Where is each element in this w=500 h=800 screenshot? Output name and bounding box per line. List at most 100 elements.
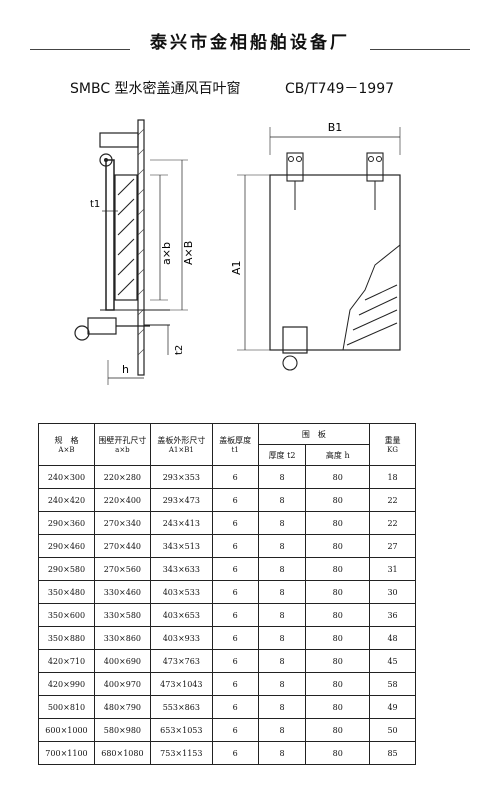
louvre-blades (117, 178, 135, 296)
table-cell: 80 (305, 741, 371, 765)
table-cell: 8 (257, 741, 307, 765)
table-cell: 6 (211, 465, 259, 489)
table-cell: 8 (257, 649, 307, 673)
table-cell: 50 (369, 718, 416, 742)
dim-t1-label: t1 (90, 199, 100, 210)
dim-t2-label: t2 (174, 345, 185, 355)
table-cell: 6 (211, 511, 259, 535)
table-cell: 58 (369, 672, 416, 696)
header-rule-right (370, 49, 470, 50)
bulkhead-hatching (137, 128, 145, 356)
table-cell: 8 (257, 465, 307, 489)
table-cell: 8 (257, 626, 307, 650)
table-cell: 80 (305, 626, 371, 650)
table-cell: 6 (211, 718, 259, 742)
col-coaming-header: 围 板 (257, 423, 371, 445)
table-cell: 8 (257, 695, 307, 719)
front-clamp (282, 326, 308, 354)
table-cell: 243×413 (149, 511, 213, 535)
dim-B1-label: B1 (328, 121, 343, 134)
table-cell: 753×1153 (149, 741, 213, 765)
table-cell: 700×1100 (38, 741, 95, 765)
table-cell: 290×360 (38, 511, 95, 535)
table-cell: 22 (369, 488, 416, 512)
dim-AxB-label: A×B (182, 241, 195, 265)
side-view-drawing: t1 a×b A×B t2 h (74, 119, 195, 385)
product-name: SMBC 型水密盖通风百叶窗 (70, 81, 241, 97)
table-cell: 6 (211, 557, 259, 581)
table-cell: 80 (305, 511, 371, 535)
table-cell: 80 (305, 465, 371, 489)
table-cell: 31 (369, 557, 416, 581)
table-cell: 600×1000 (38, 718, 95, 742)
col-thickness-header: 厚度 t2 (257, 444, 307, 466)
table-cell: 403×653 (149, 603, 213, 627)
table-cell: 80 (305, 672, 371, 696)
table-cell: 400×970 (93, 672, 151, 696)
table-cell: 36 (369, 603, 416, 627)
table-cell: 8 (257, 557, 307, 581)
front-cover-outline (269, 174, 401, 351)
standard-number: CB/T749－1997 (285, 81, 395, 97)
table-cell: 6 (211, 695, 259, 719)
table-cell: 480×790 (93, 695, 151, 719)
table-cell: 6 (211, 741, 259, 765)
table-cell: 80 (305, 580, 371, 604)
hinge-pin (99, 153, 113, 167)
front-view-drawing: B1 A1 (230, 121, 401, 371)
table-cell: 240×420 (38, 488, 95, 512)
table-cell: 80 (305, 649, 371, 673)
table-cell: 270×340 (93, 511, 151, 535)
table-cell: 45 (369, 649, 416, 673)
table-cell: 6 (211, 649, 259, 673)
table-cell: 8 (257, 534, 307, 558)
table-cell: 6 (211, 534, 259, 558)
table-cell: 80 (305, 603, 371, 627)
table-cell: 240×300 (38, 465, 95, 489)
table-cell: 290×580 (38, 557, 95, 581)
table-cell: 6 (211, 488, 259, 512)
table-cell: 330×860 (93, 626, 151, 650)
table-cell: 8 (257, 603, 307, 627)
table-cell: 420×990 (38, 672, 95, 696)
table-cell: 48 (369, 626, 416, 650)
louvre-frame (114, 174, 138, 301)
table-cell: 403×933 (149, 626, 213, 650)
table-cell: 473×763 (149, 649, 213, 673)
table-cell: 6 (211, 580, 259, 604)
table-cell: 653×1053 (149, 718, 213, 742)
table-cell: 80 (305, 488, 371, 512)
table-cell: 553×863 (149, 695, 213, 719)
table-cell: 420×710 (38, 649, 95, 673)
table-cell: 350×480 (38, 580, 95, 604)
table-cell: 8 (257, 488, 307, 512)
table-cell: 343×633 (149, 557, 213, 581)
table-cell: 80 (305, 718, 371, 742)
product-title: SMBC 型水密盖通风百叶窗 CB/T749－1997 (70, 78, 450, 98)
wing-nut (74, 325, 90, 341)
table-cell: 18 (369, 465, 416, 489)
company-name: 泰兴市金相船舶设备厂 (150, 33, 350, 53)
table-cell: 8 (257, 718, 307, 742)
table-cell: 22 (369, 511, 416, 535)
dim-axb-label: a×b (160, 242, 173, 265)
table-cell: 6 (211, 626, 259, 650)
front-louvre-blades (346, 284, 398, 346)
table-cell: 6 (211, 672, 259, 696)
table-cell: 8 (257, 580, 307, 604)
cover-plate (105, 159, 115, 311)
